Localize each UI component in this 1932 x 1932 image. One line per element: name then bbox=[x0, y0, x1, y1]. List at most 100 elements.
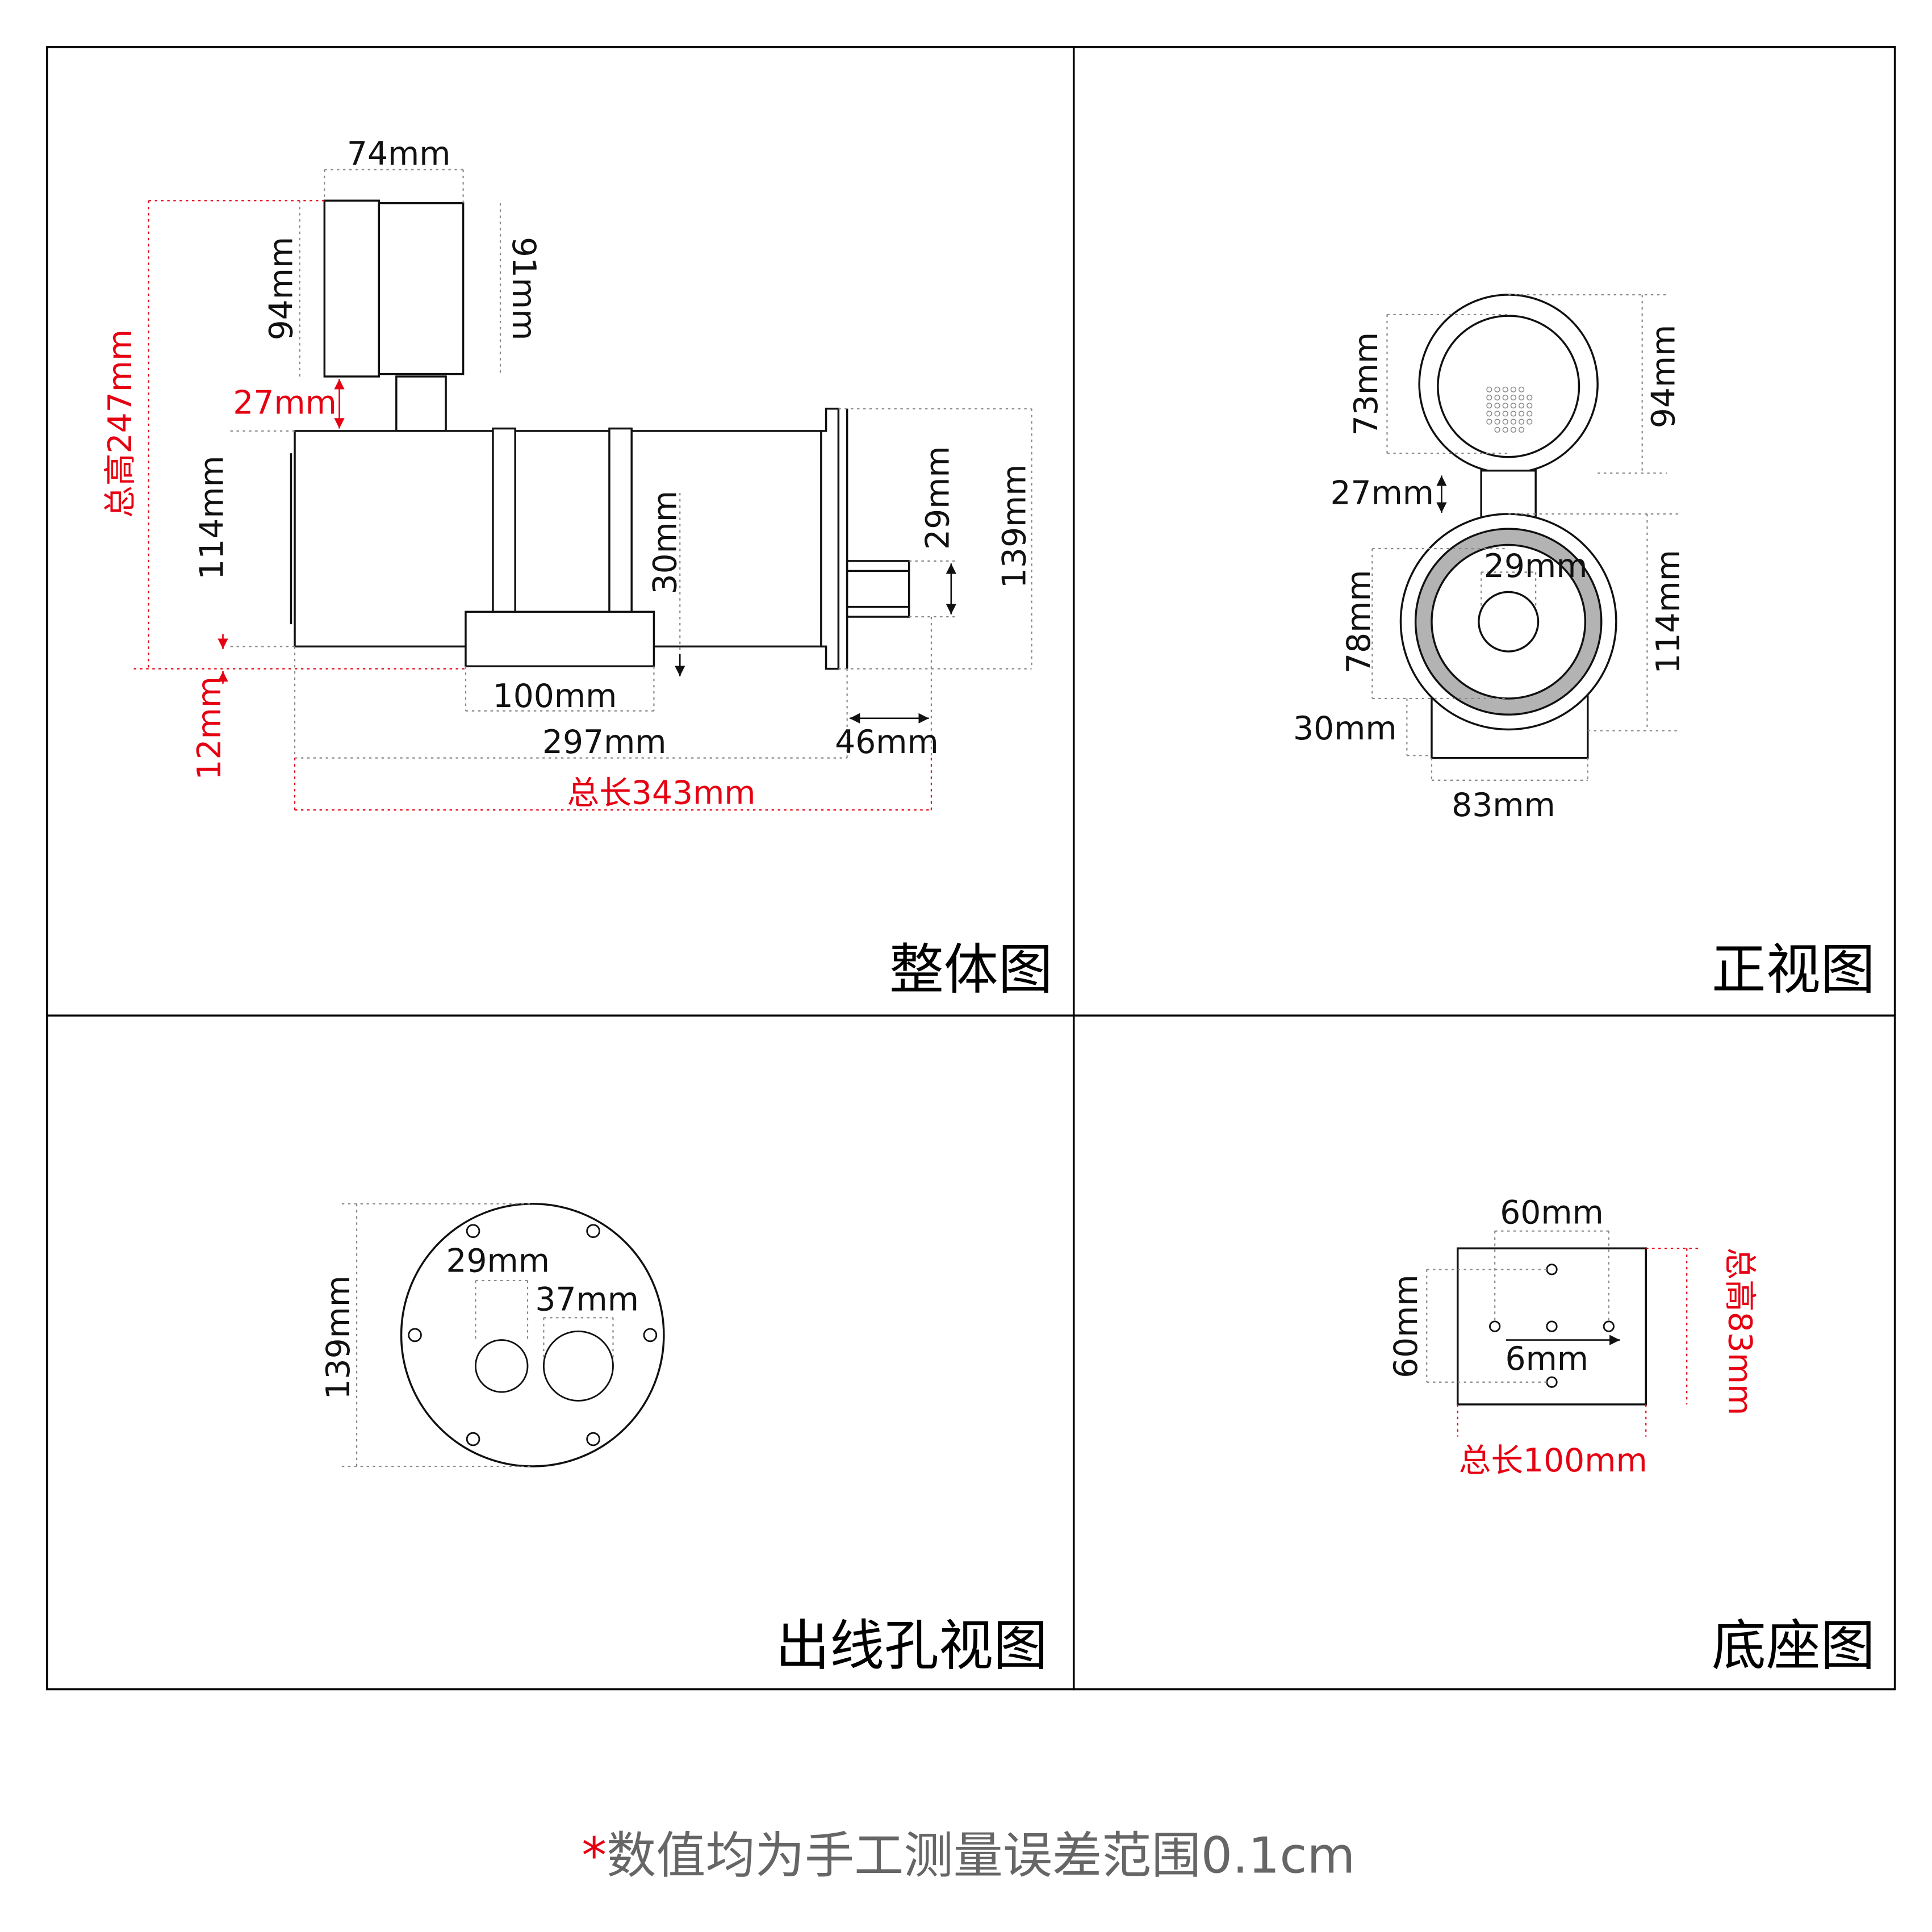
outlet-height-label: 29mm bbox=[919, 446, 956, 550]
total-height-label: 总高247mm bbox=[102, 329, 139, 518]
neck-gap-label: 27mm bbox=[233, 384, 337, 421]
outlet-view-panel: 139mm 29mm 37mm 出线孔视图 bbox=[320, 1202, 1048, 1678]
neck-gap-label: 27mm bbox=[1330, 475, 1434, 512]
neck bbox=[395, 375, 447, 432]
front-view-title: 正视图 bbox=[1712, 938, 1875, 1001]
hole-size-label: 6mm bbox=[1506, 1340, 1589, 1378]
panel-grid bbox=[46, 46, 1896, 1691]
diameter-label: 139mm bbox=[320, 1276, 357, 1400]
grille-dot bbox=[1502, 403, 1508, 409]
grille-dot bbox=[1502, 419, 1508, 425]
base-block bbox=[465, 610, 655, 667]
outlet-stub bbox=[846, 560, 910, 618]
bolt-hole bbox=[466, 1224, 480, 1239]
grille-dot bbox=[1510, 394, 1517, 401]
hole-small-label: 29mm bbox=[446, 1243, 550, 1280]
grille-dot bbox=[1510, 419, 1517, 425]
flange bbox=[821, 407, 840, 670]
mount-hole bbox=[1603, 1320, 1615, 1332]
grille-dot bbox=[1527, 394, 1533, 401]
grille-dot bbox=[1502, 411, 1508, 417]
grille-dot bbox=[1502, 426, 1508, 433]
base-total-height-label: 总高83mm bbox=[1721, 1247, 1758, 1415]
hole-spacing-y-label: 60mm bbox=[1387, 1274, 1425, 1378]
body-inner-label: 78mm bbox=[1340, 570, 1378, 674]
footer-asterisk: * bbox=[582, 1826, 607, 1884]
body-length-label: 297mm bbox=[542, 724, 667, 761]
center-hole bbox=[1478, 591, 1540, 653]
head-body bbox=[378, 202, 465, 375]
grille-dot bbox=[1486, 394, 1492, 401]
head-inner-label: 73mm bbox=[1348, 332, 1385, 436]
base-length-label: 100mm bbox=[493, 678, 617, 715]
outlet-view-title: 出线孔视图 bbox=[775, 1614, 1048, 1678]
cable-hole-large bbox=[542, 1330, 614, 1402]
head-outer-label: 94mm bbox=[1645, 325, 1682, 429]
footer-note-text: 数值均为手工测量误差范围0.1cm bbox=[607, 1826, 1355, 1884]
mount-hole bbox=[1546, 1320, 1558, 1332]
strap bbox=[492, 427, 516, 616]
speaker-grille-icon bbox=[1486, 386, 1533, 433]
grille-dot bbox=[1527, 419, 1533, 425]
bolt-hole bbox=[466, 1432, 480, 1446]
grille-dot bbox=[1527, 411, 1533, 417]
neck bbox=[1480, 469, 1537, 519]
grille-dot bbox=[1486, 419, 1492, 425]
base-height-label: 30mm bbox=[1293, 710, 1397, 747]
strap bbox=[608, 427, 633, 616]
grille-dot bbox=[1510, 411, 1517, 417]
grille-dot bbox=[1494, 394, 1500, 401]
bolt-hole bbox=[408, 1328, 422, 1343]
total-length-label: 总长343mm bbox=[567, 774, 756, 812]
bolt-hole bbox=[643, 1328, 658, 1343]
cable-hole-small bbox=[474, 1339, 529, 1393]
overall-view-title: 整体图 bbox=[889, 938, 1053, 1001]
head-front-cap bbox=[323, 199, 380, 378]
grille-dot bbox=[1486, 411, 1492, 417]
grille-dot bbox=[1494, 403, 1500, 409]
footer-note: *数值均为手工测量误差范围0.1cm bbox=[582, 1826, 1355, 1884]
grille-dot bbox=[1518, 426, 1525, 433]
base-view-title: 底座图 bbox=[1712, 1614, 1875, 1678]
grille-dot bbox=[1502, 394, 1508, 401]
base-total-length-label: 总长100mm bbox=[1459, 1442, 1647, 1479]
head-inner-circle bbox=[1437, 315, 1580, 458]
grille-dot bbox=[1518, 419, 1525, 425]
grille-dot bbox=[1510, 403, 1517, 409]
flange-height-label: 139mm bbox=[996, 465, 1034, 589]
grille-dot bbox=[1518, 403, 1525, 409]
grille-dot bbox=[1486, 386, 1492, 392]
hole-large-label: 37mm bbox=[535, 1281, 639, 1318]
base-offset-label: 12mm bbox=[191, 676, 228, 780]
overall-view-panel: 74mm 94mm 91mm 总高247mm 27mm 114mm 30mm 2… bbox=[102, 135, 1052, 1001]
grille-dot bbox=[1486, 403, 1492, 409]
hole-spacing-x-label: 60mm bbox=[1500, 1194, 1604, 1232]
grille-dot bbox=[1494, 411, 1500, 417]
base-height-label: 30mm bbox=[647, 491, 684, 595]
body-outer-label: 114mm bbox=[1650, 550, 1687, 674]
grille-dot bbox=[1494, 419, 1500, 425]
grille-dot bbox=[1510, 426, 1517, 433]
body-height-label: 114mm bbox=[194, 455, 231, 580]
main-body bbox=[294, 430, 822, 648]
base-view-panel: 60mm 60mm 6mm 总高83mm 总长100mm 底座图 bbox=[1387, 1194, 1875, 1678]
grille-dot bbox=[1502, 386, 1508, 392]
bolt-hole bbox=[586, 1432, 600, 1446]
base-width-label: 83mm bbox=[1452, 787, 1555, 824]
grille-dot bbox=[1518, 411, 1525, 417]
head-width-label: 74mm bbox=[347, 135, 451, 173]
grille-dot bbox=[1494, 386, 1500, 392]
grille-dot bbox=[1518, 394, 1525, 401]
front-view-panel: 73mm 94mm 27mm 29mm 78mm 114mm 30mm 83mm… bbox=[1293, 294, 1875, 1001]
mount-hole bbox=[1546, 1264, 1558, 1276]
grille-dot bbox=[1518, 386, 1525, 392]
grille-dot bbox=[1527, 403, 1533, 409]
bolt-hole bbox=[586, 1224, 600, 1239]
mount-hole bbox=[1489, 1320, 1501, 1332]
head-height-right-label: 91mm bbox=[505, 237, 542, 341]
flange-disk bbox=[400, 1202, 665, 1467]
mount-hole bbox=[1546, 1376, 1558, 1388]
grille-dot bbox=[1494, 426, 1500, 433]
head-height-left-label: 94mm bbox=[263, 237, 300, 341]
